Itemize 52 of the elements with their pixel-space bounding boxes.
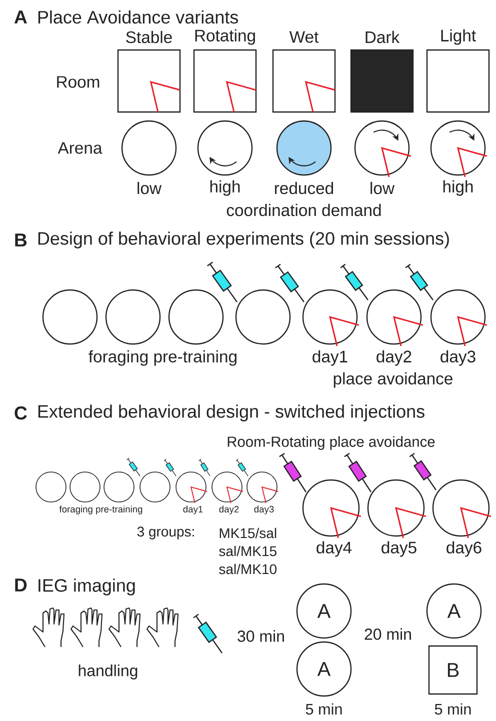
caption-text: place avoidance bbox=[334, 372, 452, 388]
arena-circle bbox=[70, 472, 100, 502]
arena-circle bbox=[235, 289, 291, 345]
session-label: day2 bbox=[376, 350, 412, 366]
caption-text: MK15/sal bbox=[220, 528, 276, 538]
arena-circle bbox=[105, 289, 161, 345]
caption-text: Room-Rotating place avoidance bbox=[228, 436, 435, 450]
panel-letter: D bbox=[15, 578, 27, 592]
session-label: low bbox=[370, 182, 395, 194]
caption-text: sal/MK15 bbox=[219, 546, 276, 556]
caption-text: foraging pre-training bbox=[59, 506, 142, 514]
session-label: Light bbox=[441, 29, 476, 45]
session-label: Wet bbox=[289, 31, 319, 43]
caption-text: foraging pre-training bbox=[88, 350, 236, 366]
session-label: Dark bbox=[366, 30, 400, 44]
session-label: day2 bbox=[219, 506, 239, 514]
session-label: day3 bbox=[440, 350, 476, 366]
caption-text: Arena bbox=[58, 142, 102, 154]
session-label: day4 bbox=[316, 541, 352, 557]
session-label: Rotating bbox=[195, 29, 255, 45]
panel-letter: A bbox=[14, 10, 27, 24]
session-label: reduced bbox=[275, 182, 334, 194]
caption-text: sal/MK10 bbox=[219, 564, 276, 574]
caption-text: Extended behavioral design - switched injections bbox=[38, 404, 424, 422]
session-label: day6 bbox=[446, 541, 482, 557]
session-label: Stable bbox=[126, 30, 172, 44]
session-label: day1 bbox=[312, 350, 348, 366]
session-label: high bbox=[443, 180, 473, 196]
arena-circle bbox=[104, 472, 134, 502]
session-label: day1 bbox=[183, 506, 203, 514]
caption-text: 20 min bbox=[364, 628, 411, 640]
session-label: 5 min bbox=[434, 703, 471, 715]
caption-text: Room bbox=[57, 76, 100, 88]
session-label: high bbox=[210, 180, 240, 196]
session-label: day3 bbox=[254, 506, 274, 514]
caption-text: 3 groups: bbox=[137, 526, 194, 540]
arena-circle bbox=[36, 472, 66, 502]
caption-text: handling bbox=[78, 664, 138, 680]
caption-text: coordination demand bbox=[226, 204, 381, 216]
caption-text: Design of behavioral experiments (20 min sessions) bbox=[38, 232, 449, 248]
room-square: B bbox=[428, 645, 478, 695]
session-label: day5 bbox=[382, 541, 416, 557]
session-label: low bbox=[138, 182, 162, 194]
arena-circle bbox=[168, 289, 224, 345]
arena-circle bbox=[42, 289, 98, 345]
panel-letter: B bbox=[15, 234, 27, 246]
panel-letter: C bbox=[14, 406, 27, 420]
session-label: 5 min bbox=[306, 703, 342, 715]
caption-text: 30 min bbox=[238, 630, 284, 642]
arena-circle bbox=[140, 472, 170, 502]
caption-text: IEG imaging bbox=[38, 578, 135, 596]
caption-text: Place Avoidance variants bbox=[38, 10, 238, 24]
